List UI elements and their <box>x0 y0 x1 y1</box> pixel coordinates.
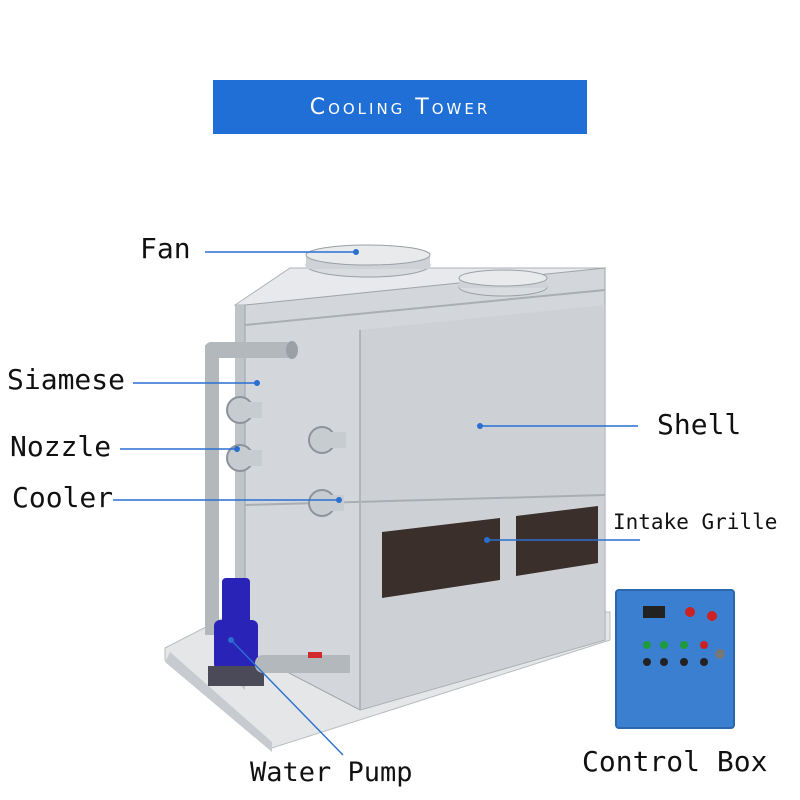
page-title: Cooling Tower <box>309 94 491 120</box>
label-nozzle: Nozzle <box>10 430 112 463</box>
label-fan: Fan <box>140 232 191 265</box>
label-siamese: Siamese <box>7 363 126 396</box>
siamese-flanges <box>226 396 346 517</box>
title-banner: Cooling Tower <box>213 80 587 134</box>
fan-housing <box>305 244 548 297</box>
label-intake-grille: Intake Grille <box>613 510 778 534</box>
pipework <box>205 341 298 635</box>
leader-lines <box>113 249 640 756</box>
label-water-pump: Water Pump <box>250 757 413 788</box>
control-box <box>615 589 735 729</box>
water-pump <box>208 578 350 686</box>
label-control-box: Control Box <box>582 745 768 778</box>
intake-grille <box>382 506 598 598</box>
label-shell: Shell <box>657 408 742 441</box>
label-cooler: Cooler <box>12 481 114 514</box>
